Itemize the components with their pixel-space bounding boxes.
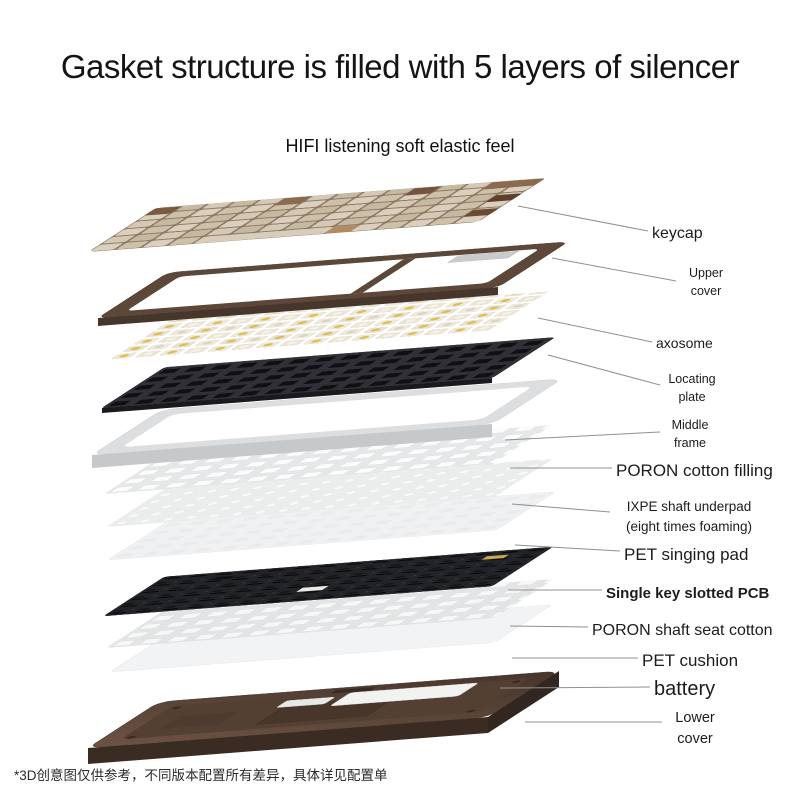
- layer-lower-cover-shape: [88, 671, 559, 764]
- label-battery: battery: [654, 678, 716, 700]
- label-middle-frame: Middle frame: [671, 418, 709, 451]
- layer-poron-filling-shape: [106, 425, 551, 494]
- leader-lines: [499, 205, 677, 723]
- layer-poron-shaft-seat-shape: [108, 579, 553, 648]
- label-axosome: axosome: [656, 335, 713, 351]
- leader-line-keycap: [517, 205, 649, 232]
- layer-keycap-shape: [91, 178, 545, 252]
- layer-pcb-shape: [105, 547, 552, 616]
- layer-locating-plate-shape: [102, 337, 554, 413]
- leader-line-pet-singing: [514, 544, 621, 552]
- label-pet-singing-pad: PET singing pad: [624, 545, 749, 564]
- label-single-key-slotted-pcb: Single key slotted PCB: [606, 585, 770, 602]
- page-title: Gasket structure is filled with 5 layers…: [60, 48, 740, 85]
- label-keycap: keycap: [652, 225, 703, 242]
- layer-upper-cover-shape: [98, 242, 565, 326]
- layer-ixpe-underpad-shape: [108, 458, 552, 527]
- layer-middle-frame-shape: [92, 379, 558, 468]
- page-subtitle: HIFI listening soft elastic feel: [285, 136, 515, 156]
- layer-pet-singing-pad-shape: [109, 491, 554, 560]
- leader-line-poron-shaft-seat: [509, 625, 589, 628]
- leader-line-middle-frame: [504, 431, 661, 441]
- label-upper-cover: Upper cover: [688, 266, 724, 299]
- layer-axosome-shape: [108, 291, 549, 360]
- leader-line-axosome: [537, 317, 653, 343]
- leader-line-locating-plate: [547, 354, 661, 386]
- label-lower-cover: Lower cover: [675, 710, 715, 748]
- label-locating-plate: Locating plate: [668, 372, 716, 405]
- leader-line-upper-cover: [551, 257, 677, 282]
- label-poron-shaft-seat-cotton: PORON shaft seat cotton: [592, 622, 773, 639]
- label-ixpe-shaft-underpad: IXPE shaft underpad (eight times foaming…: [625, 499, 753, 534]
- label-poron-cotton-filling: PORON cotton filling: [616, 461, 773, 480]
- leader-line-battery: [499, 686, 651, 689]
- layer-battery-shape: [276, 682, 478, 708]
- footnote: *3D创意图仅供参考，不同版本配置所有差异，具体详见配置单: [14, 768, 388, 783]
- leader-line-ixpe: [511, 503, 611, 513]
- label-pet-cushion: PET cushion: [642, 651, 739, 670]
